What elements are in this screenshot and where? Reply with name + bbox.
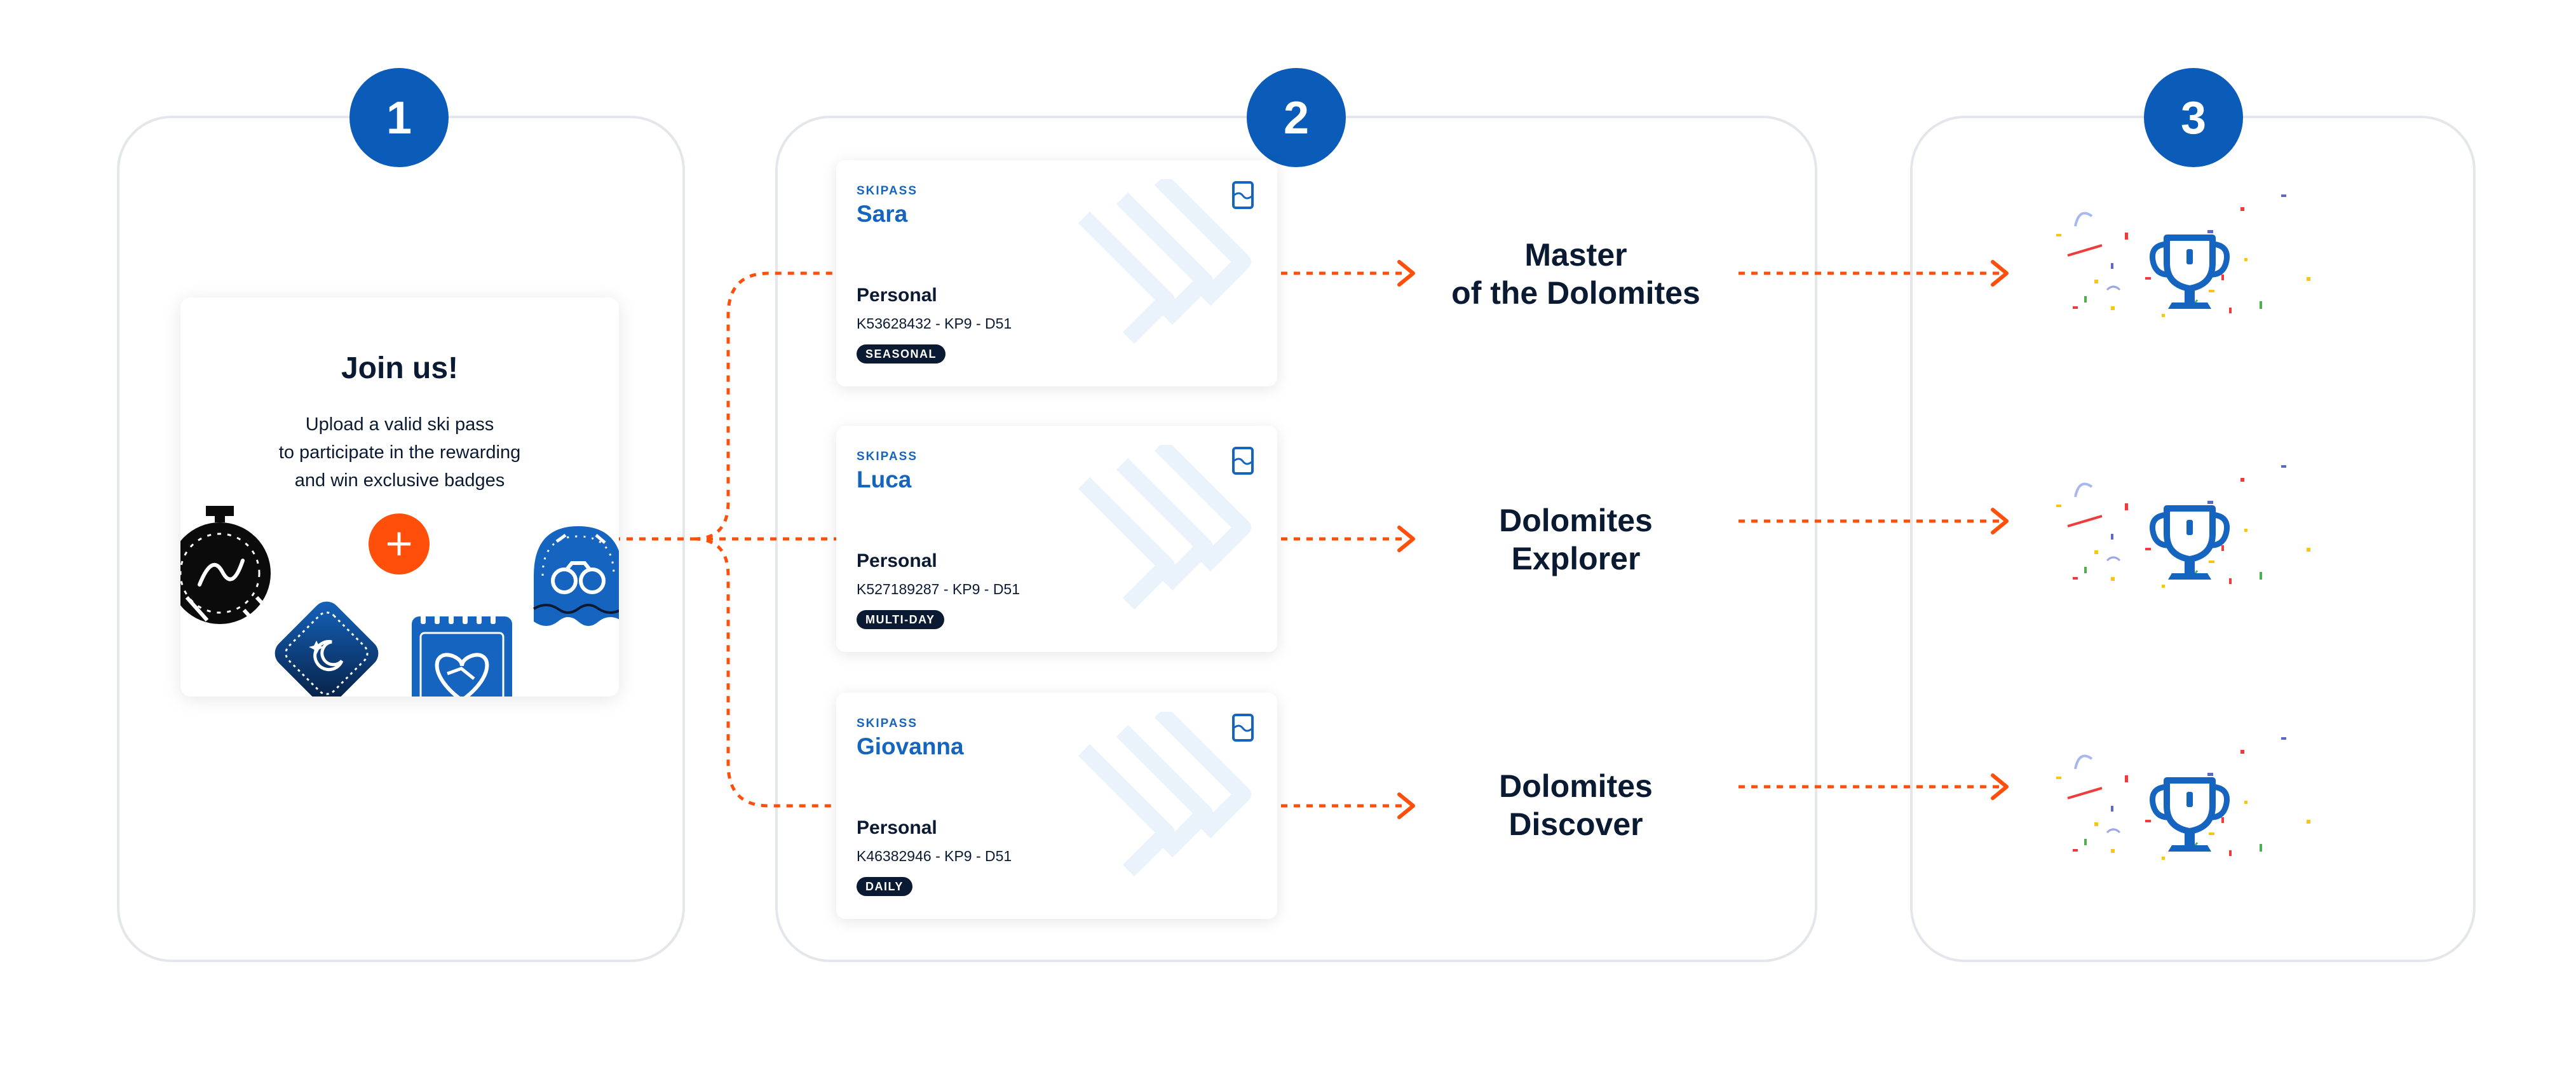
skipass-holder-name: Sara [857, 201, 908, 227]
reward-trophy-connectors [1739, 271, 2002, 789]
join-description-line: to participate in the rewarding [278, 442, 521, 463]
skipass-watermark-icon [1078, 179, 1251, 344]
join-description: Upload a valid ski pass to participate i… [180, 411, 619, 494]
skipass-kicker: SKIPASS [857, 450, 918, 463]
skipass-kicker: SKIPASS [857, 717, 918, 730]
join-description-line: and win exclusive badges [294, 470, 505, 491]
reward-discover: Dolomites Discover [1499, 768, 1653, 842]
join-description-line: Upload a valid ski pass [305, 414, 494, 435]
reward-line-2: Explorer [1512, 541, 1641, 576]
step-number-3-label: 3 [2181, 93, 2206, 144]
skipass-code: K53628432 - KP9 - D51 [857, 315, 1012, 332]
add-skipass-button[interactable]: + [369, 513, 430, 574]
step-number-2-label: 2 [1284, 93, 1309, 144]
skipass-card-icon [1232, 181, 1254, 209]
reward-line-1: Master [1524, 237, 1627, 273]
reward-line-1: Dolomites [1499, 768, 1653, 804]
join-card: Join us! Upload a valid ski pass to part… [180, 297, 619, 697]
reward-line-2: of the Dolomites [1451, 275, 1700, 311]
skipass-watermark-icon [1078, 445, 1251, 610]
stopwatch-badge-icon [180, 506, 275, 626]
skipass-watermark-icon [1078, 712, 1251, 877]
step-number-1: 1 [349, 68, 449, 167]
moon-badge-icon [275, 601, 379, 697]
skipass-holder-name: Giovanna [857, 733, 964, 759]
skipass-kicker: SKIPASS [857, 184, 918, 198]
skipass-card-icon [1232, 714, 1254, 742]
reward-explorer: Dolomites Explorer [1499, 503, 1653, 576]
skipass-code: K46382946 - KP9 - D51 [857, 848, 1012, 864]
reward-line-2: Discover [1508, 806, 1643, 842]
step-number-2: 2 [1247, 68, 1346, 167]
binoculars-badge-icon [532, 526, 619, 626]
skipass-type: Personal [857, 550, 937, 571]
skipass-card-icon [1232, 447, 1254, 475]
reward-line-1: Dolomites [1499, 503, 1653, 538]
skipass-card-sara[interactable]: SKIPASS Sara Personal K53628432 - KP9 - … [836, 160, 1277, 386]
step-number-1-label: 1 [386, 93, 412, 144]
step-number-3: 3 [2144, 68, 2243, 167]
skipass-card-giovanna[interactable]: SKIPASS Giovanna Personal K46382946 - KP… [836, 693, 1277, 919]
reward-master: Master of the Dolomites [1451, 237, 1700, 311]
skipass-holder-name: Luca [857, 466, 912, 493]
skipass-code: K527189287 - KP9 - D51 [857, 581, 1020, 597]
skipass-reward-connectors [1281, 271, 1408, 808]
skipass-duration-badge: DAILY [857, 877, 912, 896]
skipass-duration-badge: SEASONAL [857, 344, 946, 364]
skipass-type: Personal [857, 285, 937, 306]
skipass-type: Personal [857, 817, 937, 838]
skipass-card-luca[interactable]: SKIPASS Luca Personal K527189287 - KP9 -… [836, 426, 1277, 652]
join-title: Join us! [341, 351, 458, 385]
skipass-duration-badge: MULTI-DAY [857, 610, 944, 629]
calendar-handshake-badge-icon [412, 608, 512, 697]
